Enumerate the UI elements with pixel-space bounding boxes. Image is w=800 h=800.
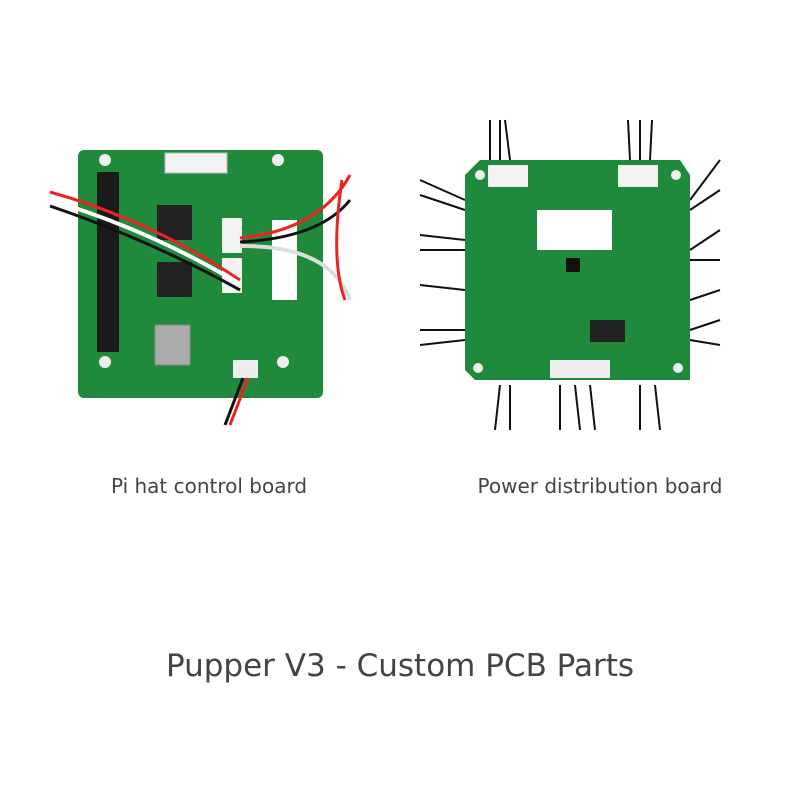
power-distribution-board-photo bbox=[419, 119, 721, 431]
connector bbox=[550, 360, 610, 378]
speaker-connector bbox=[233, 360, 258, 378]
chip bbox=[566, 258, 580, 272]
connector bbox=[164, 152, 228, 174]
servo-cables bbox=[49, 174, 352, 426]
pcb-board bbox=[78, 150, 323, 398]
connector bbox=[488, 165, 528, 187]
page-title: Pupper V3 - Custom PCB Parts bbox=[165, 648, 635, 684]
connector bbox=[618, 165, 658, 187]
figure-caption-power-board: Power distribution board bbox=[477, 474, 723, 498]
servo-connector bbox=[222, 218, 242, 253]
label-sticker bbox=[537, 210, 612, 250]
figure-caption-control-board: Pi hat control board bbox=[110, 474, 308, 498]
pi-hat-control-board-photo bbox=[49, 150, 352, 426]
regulator bbox=[590, 320, 625, 342]
cables bbox=[419, 119, 721, 431]
chip bbox=[157, 262, 192, 297]
inductor bbox=[154, 324, 191, 366]
gpio-header bbox=[97, 172, 119, 352]
